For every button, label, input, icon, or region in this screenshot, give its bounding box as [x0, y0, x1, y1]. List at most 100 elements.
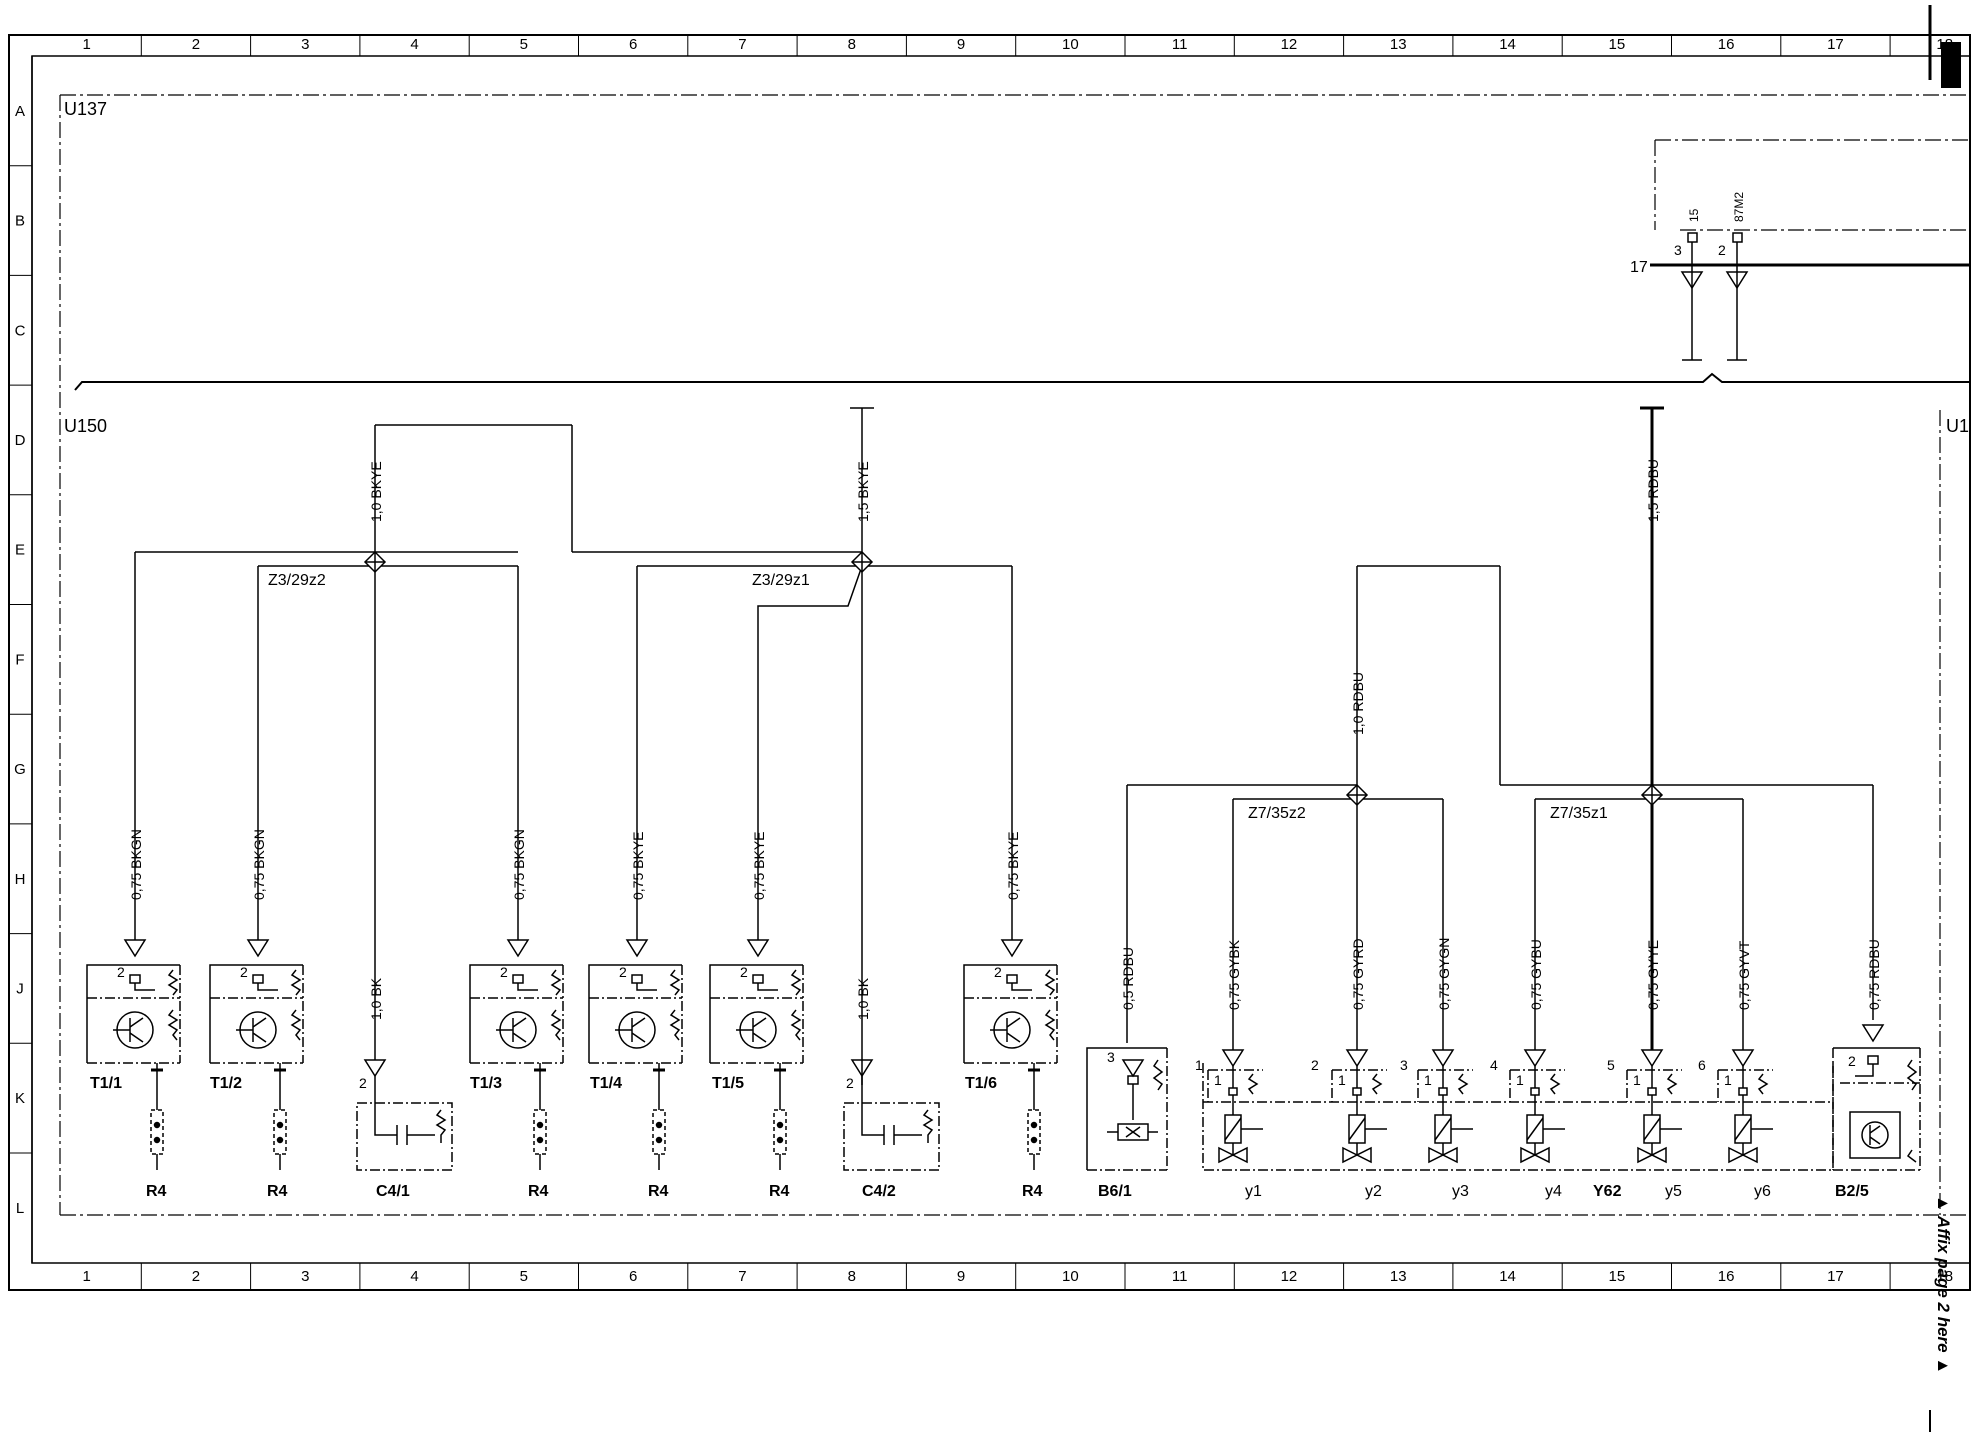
transistor-module: 2	[469, 939, 564, 1170]
row-letter: H	[15, 871, 26, 888]
valve-inner-pin: 1	[1516, 1072, 1524, 1088]
row-letter: E	[15, 542, 25, 559]
capacitor-module: 2	[843, 1059, 940, 1171]
column-number: 12	[1281, 1268, 1298, 1285]
wire-label-1-0-rdbu: 1,0 RDBU	[1350, 672, 1366, 735]
label-t1-1: T1/1	[90, 1075, 122, 1092]
splice-label-z3-29z1: Z3/29z1	[752, 572, 810, 589]
valve-pin-4: 4	[1490, 1057, 1498, 1073]
label-r4-6: R4	[1022, 1183, 1043, 1200]
wire-label-gybk: 0,75 GYBK	[1226, 939, 1242, 1010]
label-c4-1: C4/1	[376, 1183, 410, 1200]
region-label-u137: U137	[64, 99, 107, 119]
solenoid-valve: 1	[1626, 1049, 1682, 1164]
label-b2-5: B2/5	[1835, 1183, 1869, 1200]
column-number: 10	[1062, 36, 1079, 53]
region-label-u150: U150	[64, 416, 107, 436]
label-y4: y4	[1545, 1183, 1562, 1200]
column-number: 8	[848, 1268, 856, 1285]
transistor-module: 2	[86, 939, 181, 1170]
row-letter: D	[15, 432, 26, 449]
harness-wire-thick	[1640, 406, 1664, 1050]
row-letter: F	[15, 651, 24, 668]
solenoid-valve: 1	[1331, 1049, 1387, 1164]
signal-15: 15	[1687, 208, 1701, 222]
row-letter: G	[14, 761, 26, 778]
drawing-frame	[8, 5, 1971, 1432]
wire-label-bkye-a: 0,75 BKYE	[630, 832, 646, 901]
wire-label-rdbu-b2: 0,75 RDBU	[1866, 939, 1882, 1010]
label-c4-2: C4/2	[862, 1183, 896, 1200]
valve-pin-6: 6	[1698, 1057, 1706, 1073]
label-t1-2: T1/2	[210, 1075, 242, 1092]
label-y62: Y62	[1593, 1183, 1622, 1200]
column-number: 13	[1390, 1268, 1407, 1285]
label-r4-3: R4	[528, 1183, 549, 1200]
module-pin: 2	[846, 1075, 854, 1091]
connector-pin-3: 3	[1674, 242, 1682, 258]
wire-label-bkgn-2: 0,75 BKGN	[251, 829, 267, 900]
column-number: 5	[520, 36, 528, 53]
splice-label-z7-35z2: Z7/35z2	[1248, 805, 1306, 822]
wire-label-bkye-b: 0,75 BKYE	[751, 832, 767, 901]
affix-note: ▲ Affix page 2 here ▲	[1934, 1195, 1953, 1374]
wire-labels: 1,0 BKYE 1,5 BKYE 1,5 RDBU 1,0 RDBU 0,75…	[128, 459, 1882, 1020]
column-number: 14	[1499, 1268, 1516, 1285]
solenoid-valve: 1	[1717, 1049, 1773, 1164]
label-t1-4: T1/4	[590, 1075, 622, 1092]
splice-label-z3-29z2: Z3/29z2	[268, 572, 326, 589]
transistor-module: 2	[588, 939, 683, 1170]
splice-z3-29z1	[850, 550, 874, 574]
sensor-b6-1	[1086, 1047, 1168, 1171]
column-number: 10	[1062, 1268, 1079, 1285]
column-number: 3	[301, 1268, 309, 1285]
wire-label-1-5-rdbu: 1,5 RDBU	[1645, 459, 1661, 522]
signal-87m2: 87M2	[1732, 192, 1746, 222]
connector-pin-2: 2	[1718, 242, 1726, 258]
column-number: 14	[1499, 36, 1516, 53]
valve-block-y62	[1202, 1063, 1834, 1171]
transistor-module: 2	[209, 939, 304, 1170]
wire-label-bk-1: 1,0 BK	[368, 977, 384, 1020]
wire-label-gyrd: 0,75 GYRD	[1350, 938, 1366, 1010]
column-number: 12	[1281, 36, 1298, 53]
transistor-module: 2	[963, 939, 1058, 1170]
row-letter: C	[15, 322, 26, 339]
column-number: 17	[1827, 36, 1844, 53]
column-number: 18	[1936, 1268, 1953, 1285]
column-number: 13	[1390, 36, 1407, 53]
wire-label-1-0-bkye: 1,0 BKYE	[368, 461, 384, 522]
column-number: 17	[1827, 1268, 1844, 1285]
sensor-b2-5-pin: 2	[1848, 1053, 1856, 1069]
module-pin: 2	[994, 964, 1002, 980]
label-y1: y1	[1245, 1183, 1262, 1200]
valve-inner-pin: 1	[1338, 1072, 1346, 1088]
column-number: 16	[1718, 36, 1735, 53]
wire-label-bkye-c: 0,75 BKYE	[1005, 832, 1021, 901]
module-pin: 2	[500, 964, 508, 980]
label-r4-2: R4	[267, 1183, 288, 1200]
label-b6-1: B6/1	[1098, 1183, 1132, 1200]
splice-z7-35z2	[1345, 783, 1369, 807]
valve-pin-1: 1	[1195, 1057, 1203, 1073]
valve-inner-pin: 1	[1724, 1072, 1732, 1088]
column-number: 11	[1172, 36, 1188, 53]
column-number: 9	[957, 36, 965, 53]
valve-pin-numbers: 1 2 3 4 5 6	[1195, 1057, 1706, 1073]
wire-label-rdbu-b6: 0,5 RDBU	[1120, 947, 1136, 1010]
wire-label-bkgn-3: 0,75 BKGN	[511, 829, 527, 900]
label-r4-4: R4	[648, 1183, 669, 1200]
valve-pin-5: 5	[1607, 1057, 1615, 1073]
label-y5: y5	[1665, 1183, 1682, 1200]
row-letter: B	[15, 213, 25, 230]
label-t1-3: T1/3	[470, 1075, 502, 1092]
column-number: 2	[192, 36, 200, 53]
sensor-b6-1-pin: 3	[1107, 1049, 1115, 1065]
label-t1-6: T1/6	[965, 1075, 997, 1092]
